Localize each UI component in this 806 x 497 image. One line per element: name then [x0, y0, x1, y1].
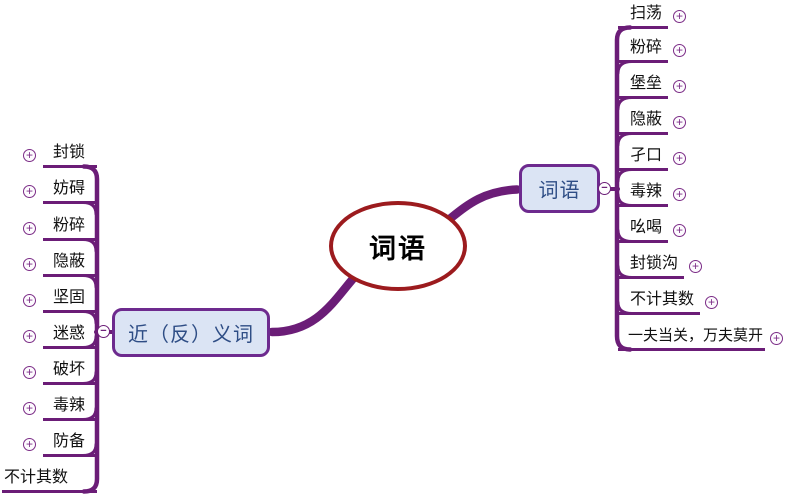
- expand-icon[interactable]: +: [689, 259, 703, 273]
- topic-item[interactable]: 封锁沟 +: [618, 253, 703, 279]
- expand-icon[interactable]: +: [22, 257, 36, 271]
- expand-icon[interactable]: +: [22, 329, 36, 343]
- expand-icon[interactable]: +: [673, 223, 687, 237]
- expand-icon[interactable]: +: [22, 221, 36, 235]
- branch-topic-left-label: 近（反）义词: [128, 324, 254, 346]
- topic-item[interactable]: + 封锁: [22, 142, 97, 168]
- topic-label[interactable]: 隐蔽: [42, 251, 97, 277]
- expand-icon[interactable]: +: [673, 115, 687, 129]
- topic-item[interactable]: + 粉碎: [22, 215, 97, 241]
- topic-label[interactable]: 吆喝: [618, 217, 669, 243]
- expand-icon[interactable]: +: [673, 43, 687, 57]
- topic-label[interactable]: 不计其数: [2, 467, 97, 493]
- topic-item[interactable]: 隐蔽 +: [618, 109, 687, 135]
- topic-item[interactable]: 毒辣 +: [618, 181, 687, 207]
- topic-item[interactable]: 不计其数: [2, 467, 97, 493]
- topic-item[interactable]: + 妨碍: [22, 178, 97, 204]
- topic-item[interactable]: 孑口 +: [618, 145, 687, 171]
- expand-icon[interactable]: +: [673, 9, 687, 23]
- topic-item[interactable]: 堡垒 +: [618, 73, 687, 99]
- collapse-icon-right[interactable]: −: [598, 182, 611, 195]
- topic-label[interactable]: 一夫当关，万夫莫开: [618, 325, 766, 351]
- topic-item[interactable]: 扫荡 +: [618, 3, 687, 29]
- topic-item[interactable]: + 破坏: [22, 359, 97, 385]
- topic-label[interactable]: 毒辣: [618, 181, 669, 207]
- root-topic-label: 词语: [369, 233, 427, 264]
- topic-item[interactable]: 不计其数 +: [618, 289, 719, 315]
- expand-icon[interactable]: +: [22, 148, 36, 162]
- expand-icon[interactable]: +: [22, 293, 36, 307]
- topic-label[interactable]: 封锁: [42, 142, 97, 168]
- topic-item[interactable]: + 毒辣: [22, 395, 97, 421]
- expand-icon[interactable]: +: [770, 331, 784, 345]
- expand-icon[interactable]: +: [22, 184, 36, 198]
- topic-label[interactable]: 封锁沟: [618, 253, 685, 279]
- topic-label[interactable]: 扫荡: [618, 3, 669, 29]
- topic-label[interactable]: 不计其数: [618, 289, 701, 315]
- topic-label[interactable]: 坚固: [42, 287, 97, 313]
- topic-label[interactable]: 粉碎: [42, 215, 97, 241]
- topic-label[interactable]: 破坏: [42, 359, 97, 385]
- expand-icon[interactable]: +: [22, 437, 36, 451]
- topic-label[interactable]: 毒辣: [42, 395, 97, 421]
- topic-label[interactable]: 隐蔽: [618, 109, 669, 135]
- branch-topic-left[interactable]: 近（反）义词: [112, 308, 270, 357]
- topic-item[interactable]: + 防备: [22, 431, 97, 457]
- collapse-icon-left[interactable]: −: [97, 325, 110, 338]
- expand-icon[interactable]: +: [673, 79, 687, 93]
- topic-label[interactable]: 堡垒: [618, 73, 669, 99]
- topic-item[interactable]: + 坚固: [22, 287, 97, 313]
- topic-label[interactable]: 防备: [42, 431, 97, 457]
- expand-icon[interactable]: +: [22, 365, 36, 379]
- topic-label[interactable]: 迷惑: [42, 323, 97, 349]
- branch-topic-right-label: 词语: [538, 180, 581, 202]
- topic-item[interactable]: + 迷惑: [22, 323, 97, 349]
- topic-item[interactable]: 吆喝 +: [618, 217, 687, 243]
- expand-icon[interactable]: +: [673, 151, 687, 165]
- root-topic[interactable]: 词语: [329, 201, 467, 291]
- topic-label[interactable]: 妨碍: [42, 178, 97, 204]
- expand-icon[interactable]: +: [22, 401, 36, 415]
- expand-icon[interactable]: +: [673, 187, 687, 201]
- topic-label[interactable]: 粉碎: [618, 37, 669, 63]
- topic-item[interactable]: 一夫当关，万夫莫开 +: [618, 325, 784, 351]
- topic-label[interactable]: 孑口: [618, 145, 669, 171]
- expand-icon[interactable]: +: [705, 295, 719, 309]
- topic-item[interactable]: 粉碎 +: [618, 37, 687, 63]
- topic-item[interactable]: + 隐蔽: [22, 251, 97, 277]
- branch-topic-right[interactable]: 词语: [519, 164, 600, 213]
